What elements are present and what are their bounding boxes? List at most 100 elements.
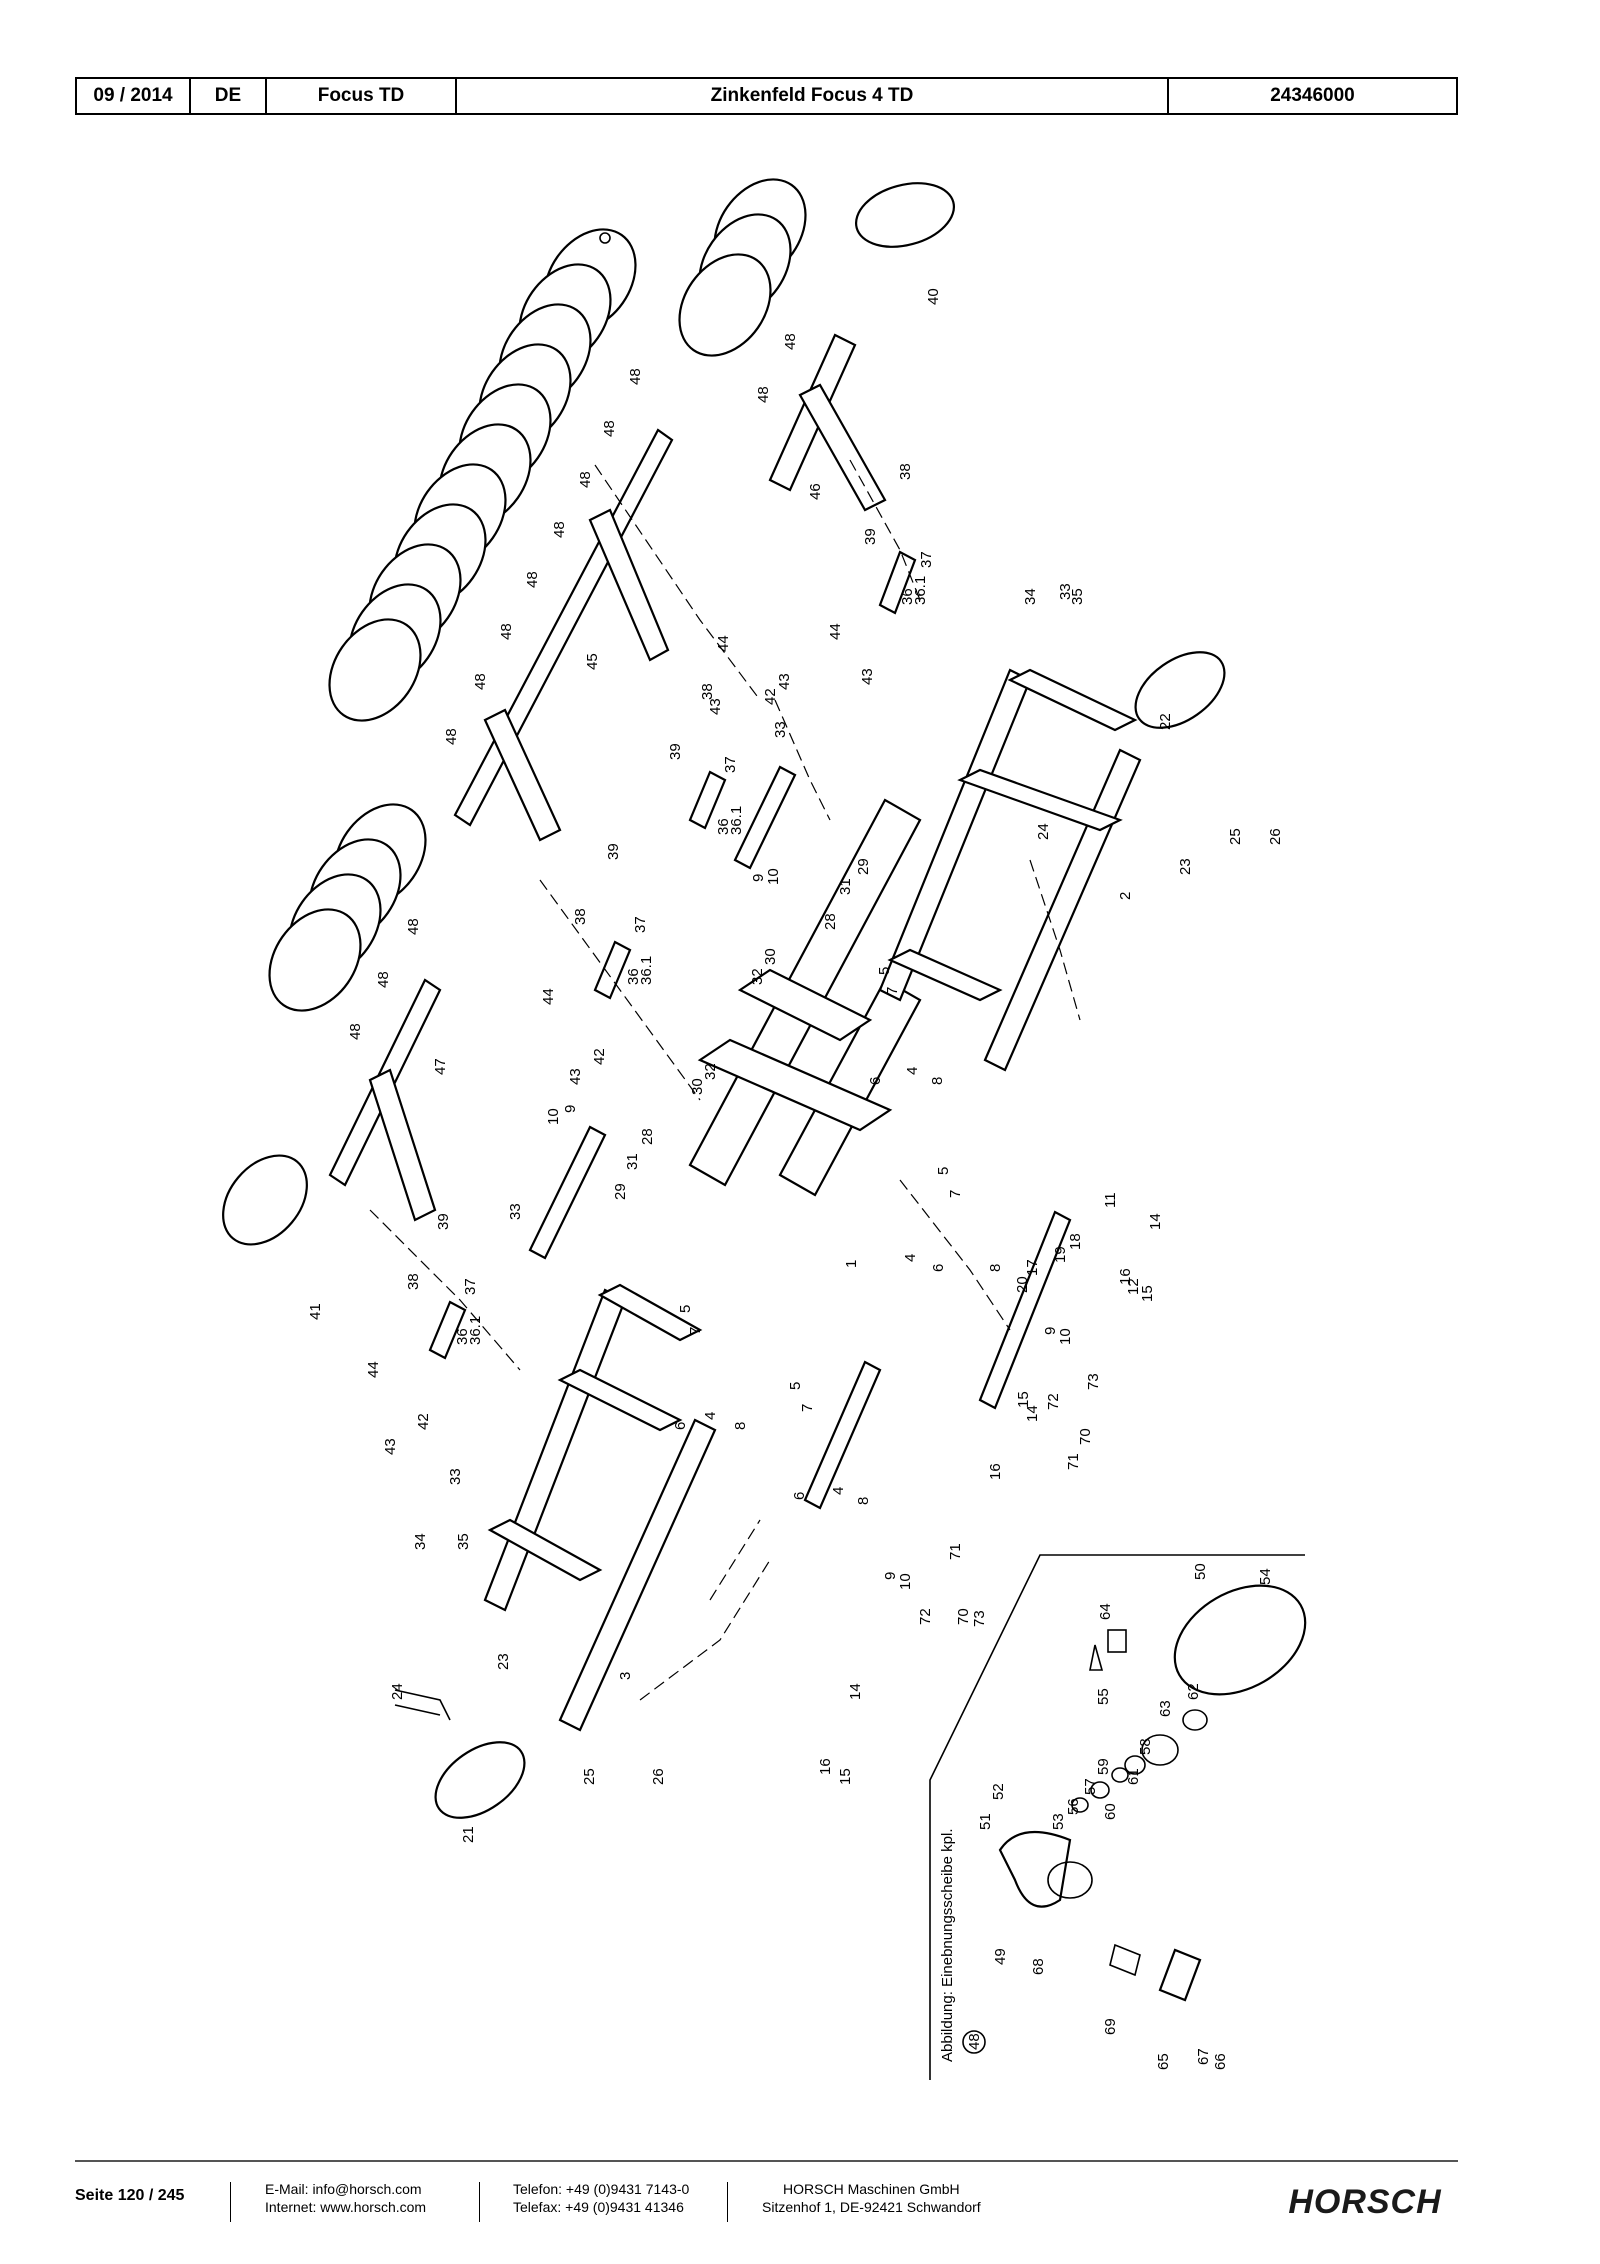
label-24: 24: [1035, 823, 1052, 840]
logo-text: HORSCH: [1288, 2183, 1442, 2221]
label-9: 9: [750, 874, 767, 882]
label-36-1c: 36.1: [638, 956, 655, 985]
label-43e: 43: [382, 1438, 399, 1455]
label-15: 15: [1139, 1285, 1156, 1302]
label-57: 57: [1082, 1778, 1099, 1795]
main-frame-1: [688, 798, 922, 1197]
label-40: 40: [925, 288, 942, 305]
page-number: Seite 120 / 245: [75, 2187, 185, 2204]
label-7d: 7: [799, 1404, 816, 1412]
label-8b: 8: [987, 1264, 1004, 1272]
label-37d: 37: [462, 1278, 479, 1295]
label-59: 59: [1095, 1758, 1112, 1775]
label-35: 35: [1069, 588, 1086, 605]
label-30b: 30: [689, 1078, 706, 1095]
label-5d: 5: [787, 1382, 804, 1390]
label-42c: 42: [415, 1413, 432, 1430]
label-71: 71: [1065, 1453, 1082, 1470]
disc-bar-46: [768, 333, 887, 512]
label-46: 46: [807, 483, 824, 500]
label-23: 23: [1177, 858, 1194, 875]
label-12: 12: [1125, 1278, 1142, 1295]
label-39b: 39: [667, 743, 684, 760]
label-56: 56: [1065, 1798, 1082, 1815]
label-10d: 10: [897, 1573, 914, 1590]
label-18: 18: [1067, 1233, 1084, 1250]
label-38d: 38: [405, 1273, 422, 1290]
footer-company-name: HORSCH Maschinen GmbH: [783, 2181, 960, 2197]
label-67: 67: [1195, 2048, 1212, 2065]
header-date: 09 / 2014: [77, 79, 191, 113]
label-65: 65: [1155, 2053, 1172, 2070]
footer-address: Sitzenhof 1, DE-92421 Schwandorf: [762, 2199, 981, 2215]
label-42: 42: [762, 688, 779, 705]
label-48j: 48: [782, 333, 799, 350]
label-3: 3: [617, 1672, 634, 1680]
label-10b: 10: [545, 1108, 562, 1125]
footer-fax: Telefax: +49 (0)9431 41346: [513, 2199, 684, 2215]
label-36: 36: [899, 588, 916, 605]
label-37c: 37: [632, 916, 649, 933]
label-5: 5: [876, 967, 893, 975]
label-26b: 26: [650, 1768, 667, 1785]
label-16b: 16: [987, 1463, 1004, 1480]
footer-company: HORSCH Maschinen GmbH Sitzenhof 1, DE-92…: [762, 2180, 981, 2216]
label-37: 37: [918, 551, 935, 568]
label-36c: 36: [625, 968, 642, 985]
label-6d: 6: [791, 1492, 808, 1500]
detail-assembly-48: [998, 1584, 1307, 2002]
label-8c: 8: [732, 1422, 749, 1430]
label-44c: 44: [540, 988, 557, 1005]
label-15b: 15: [1015, 1391, 1032, 1408]
label-48i: 48: [755, 386, 772, 403]
label-66: 66: [1212, 2053, 1229, 2070]
label-48f: 48: [577, 471, 594, 488]
footer-rule: [75, 2160, 1458, 2162]
label-4: 4: [904, 1067, 921, 1075]
detail-caption: Abbildung: Einebnungsscheibe kpl. 48: [939, 1828, 986, 2062]
label-51: 51: [977, 1813, 994, 1830]
disc-bar-45: [453, 428, 674, 842]
label-7c: 7: [687, 1327, 704, 1335]
label-48: 48: [443, 728, 460, 745]
label-7b: 7: [947, 1190, 964, 1198]
label-6: 6: [867, 1077, 884, 1085]
label-39c: 39: [605, 843, 622, 860]
label-9d: 9: [882, 1572, 899, 1580]
label-6c: 6: [672, 1422, 689, 1430]
label-48k: 48: [347, 1023, 364, 1040]
label-32b: 32: [702, 1063, 719, 1080]
label-5c: 5: [677, 1305, 694, 1313]
label-37b: 37: [722, 756, 739, 773]
label-52: 52: [990, 1783, 1007, 1800]
disc-row-left: [222, 803, 427, 1246]
footer-separator: [479, 2182, 480, 2222]
label-21: 21: [460, 1826, 477, 1843]
label-43: 43: [707, 698, 724, 715]
frame-3: [483, 1283, 717, 1732]
footer-email[interactable]: E-Mail: info@horsch.com: [265, 2181, 422, 2197]
label-25: 25: [1227, 828, 1244, 845]
label-73b: 73: [971, 1610, 988, 1627]
label-48h: 48: [627, 368, 644, 385]
label-48g: 48: [601, 420, 618, 437]
label-33c: 33: [507, 1203, 524, 1220]
label-16c: 16: [817, 1758, 834, 1775]
label-23b: 23: [495, 1653, 512, 1670]
label-44: 44: [715, 635, 732, 652]
label-69: 69: [1102, 2018, 1119, 2035]
label-10: 10: [765, 868, 782, 885]
label-29: 29: [855, 858, 872, 875]
label-72b: 72: [917, 1608, 934, 1625]
label-36b: 36: [715, 818, 732, 835]
label-15c: 15: [837, 1768, 854, 1785]
label-70: 70: [1077, 1428, 1094, 1445]
label-39: 39: [862, 528, 879, 545]
header-language: DE: [191, 79, 267, 113]
horsch-logo: HORSCH: [1288, 2183, 1442, 2221]
label-58: 58: [1137, 1738, 1154, 1755]
label-1: 1: [843, 1260, 860, 1268]
footer-internet[interactable]: Internet: www.horsch.com: [265, 2199, 427, 2215]
label-7: 7: [884, 987, 901, 995]
assembly-lines: [369, 459, 1081, 1701]
